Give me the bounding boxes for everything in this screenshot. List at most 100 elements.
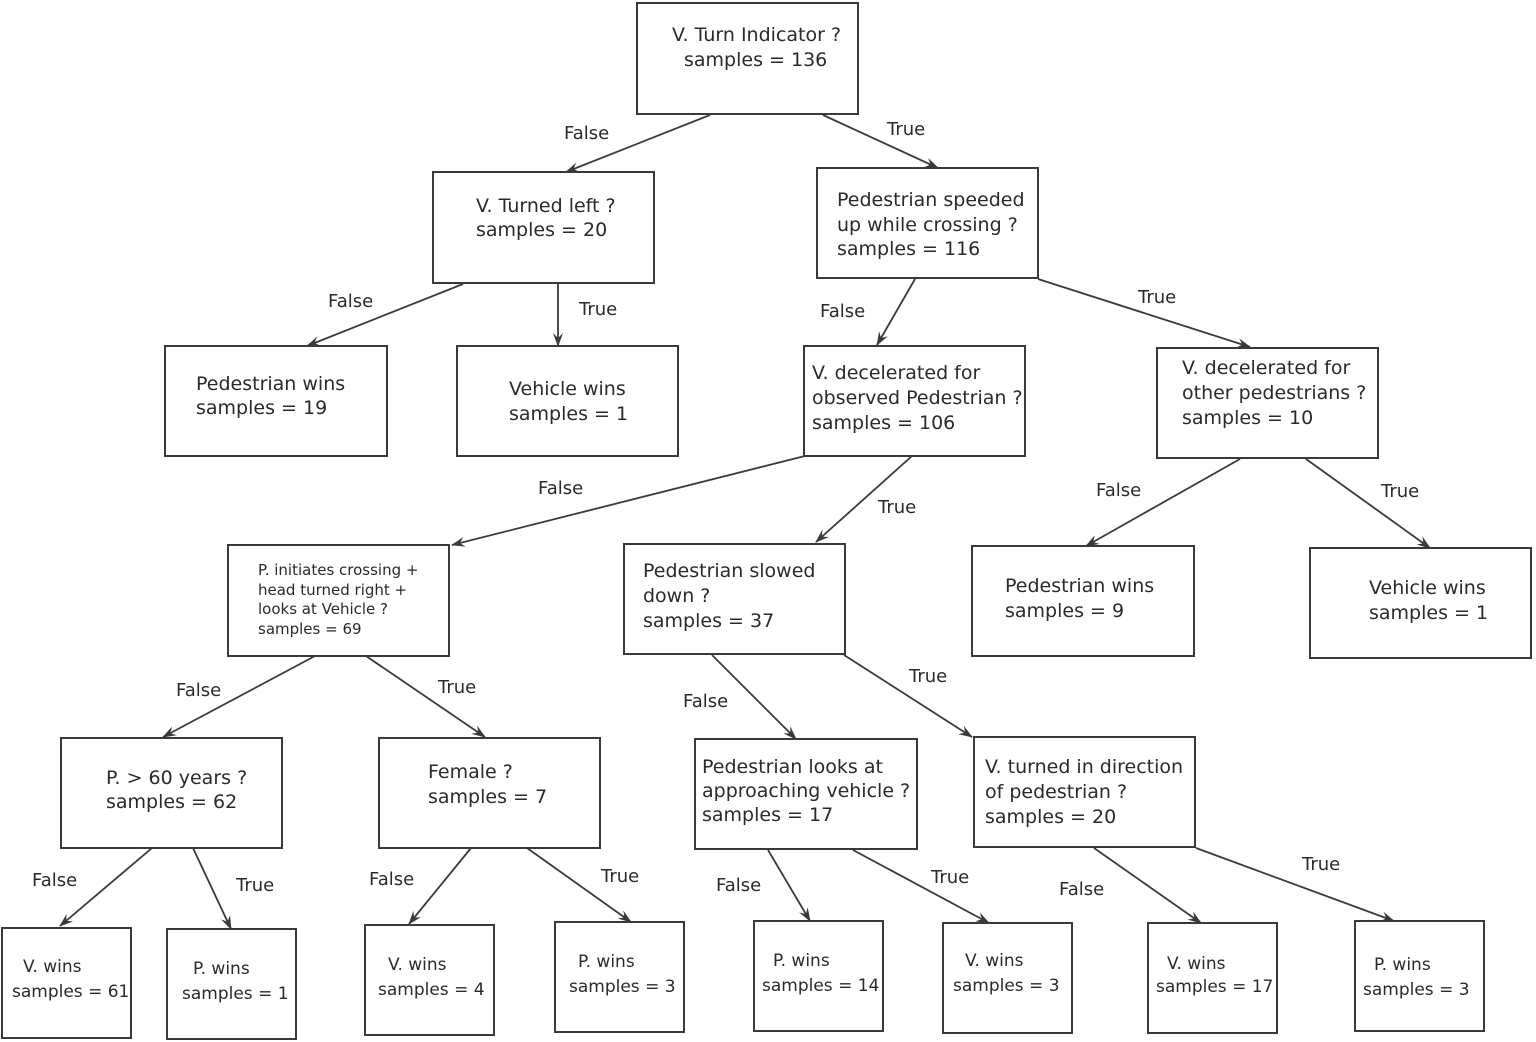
- node-line: V. wins: [388, 955, 447, 975]
- edge-label: False: [176, 680, 221, 701]
- edge-label: True: [600, 866, 639, 887]
- node-line: observed Pedestrian ?: [812, 387, 1023, 409]
- node-line: head turned right +: [258, 581, 407, 599]
- node-line: approaching vehicle ?: [702, 780, 910, 802]
- node-decel-observed: V. decelerated for observed Pedestrian ?…: [803, 345, 1026, 457]
- edge-looks-true: True: [852, 849, 990, 924]
- node-decel-other: V. decelerated for other pedestrians ? s…: [1156, 347, 1379, 459]
- node-line: P. wins: [773, 951, 830, 971]
- node-leaf-vehicle-wins-1: Vehicle wins samples = 1: [456, 345, 679, 457]
- node-line: Vehicle wins: [509, 378, 626, 400]
- node-leaf-p-wins-3: P. wins samples = 3: [554, 921, 685, 1033]
- edge-label: False: [683, 691, 728, 712]
- node-line: P. wins: [193, 959, 250, 979]
- node-line: samples = 9: [1005, 600, 1124, 622]
- node-line: samples = 20: [985, 806, 1116, 828]
- node-line: samples = 3: [953, 976, 1060, 996]
- edge-age-false: False: [32, 847, 153, 927]
- edge-turned-left-false: False: [306, 283, 464, 347]
- edge-turned-dir-true: True: [1195, 847, 1395, 922]
- node-line: samples = 37: [643, 610, 774, 632]
- edge-decel-observed-true: True: [815, 455, 916, 543]
- node-line: Vehicle wins: [1369, 577, 1486, 599]
- node-leaf-p-wins-14: P. wins samples = 14: [753, 920, 884, 1032]
- edge-label: False: [716, 875, 761, 896]
- edge-female-false: False: [369, 847, 472, 925]
- node-line: V. Turn Indicator ?: [672, 24, 841, 46]
- edge-label: True: [578, 299, 617, 320]
- node-leaf-pedestrian-wins-9: Pedestrian wins samples = 9: [971, 545, 1195, 657]
- node-line: samples = 69: [258, 620, 362, 638]
- edge-turned-dir-false: False: [1059, 847, 1202, 924]
- node-line: looks at Vehicle ?: [258, 600, 388, 618]
- node-line: samples = 116: [837, 238, 980, 260]
- node-age-over-60: P. > 60 years ? samples = 62: [60, 737, 283, 849]
- node-line: samples = 14: [762, 976, 879, 996]
- node-line: Female ?: [428, 761, 513, 783]
- node-line: Pedestrian wins: [1005, 575, 1154, 597]
- node-turn-indicator: V. Turn Indicator ? samples = 136: [636, 2, 859, 115]
- edge-speeded-false: False: [820, 278, 916, 346]
- node-line: V. wins: [965, 951, 1024, 971]
- node-leaf-p-wins-1: P. wins samples = 1: [166, 928, 297, 1040]
- node-line: V. wins: [1167, 954, 1226, 974]
- edge-label: False: [1096, 480, 1141, 501]
- edge-decel-other-true: True: [1305, 458, 1431, 549]
- edge-slowed-true: True: [843, 654, 973, 738]
- edge-female-true: True: [526, 847, 639, 923]
- node-line: P. > 60 years ?: [106, 767, 247, 789]
- node-line: samples = 3: [569, 977, 676, 997]
- node-pedestrian-slowed: Pedestrian slowed down ? samples = 37: [623, 543, 846, 655]
- edge-decel-observed-false: False: [451, 455, 806, 547]
- node-line: P. wins: [1374, 955, 1431, 975]
- edge-label: True: [908, 666, 947, 687]
- edge-decel-other-false: False: [1085, 458, 1241, 547]
- node-turned-direction: V. turned in direction of pedestrian ? s…: [973, 736, 1196, 848]
- node-line: P. initiates crossing +: [258, 561, 418, 579]
- node-line: V. Turned left ?: [476, 195, 616, 217]
- edge-label: True: [437, 677, 476, 698]
- node-line: Pedestrian slowed: [643, 560, 815, 582]
- edge-label: False: [32, 870, 77, 891]
- edge-label: True: [877, 497, 916, 518]
- node-line: V. decelerated for: [812, 362, 980, 384]
- edge-label: True: [1301, 854, 1340, 875]
- node-line: samples = 136: [684, 49, 827, 71]
- edge-label: False: [369, 869, 414, 890]
- node-line: samples = 62: [106, 791, 237, 813]
- edge-speeded-true: True: [1037, 278, 1251, 348]
- edge-looks-false: False: [716, 849, 811, 922]
- node-line: samples = 3: [1363, 980, 1470, 1000]
- node-line: samples = 61: [12, 982, 129, 1002]
- node-line: samples = 17: [702, 804, 833, 826]
- node-line: of pedestrian ?: [985, 781, 1127, 803]
- edge-turned-left-true: True: [553, 284, 617, 347]
- node-line: samples = 20: [476, 219, 607, 241]
- node-leaf-pedestrian-wins-19: Pedestrian wins samples = 19: [164, 345, 388, 457]
- edge-label: True: [1380, 481, 1419, 502]
- node-line: down ?: [643, 585, 710, 607]
- edge-slowed-false: False: [683, 654, 797, 740]
- node-line: samples = 106: [812, 412, 955, 434]
- edge-label: False: [328, 291, 373, 312]
- edge-label: True: [1137, 287, 1176, 308]
- edge-label: False: [820, 301, 865, 322]
- node-line: up while crossing ?: [837, 214, 1018, 236]
- edge-label: True: [930, 867, 969, 888]
- node-line: samples = 7: [428, 786, 547, 808]
- node-pedestrian-speeded: Pedestrian speeded up while crossing ? s…: [816, 167, 1039, 279]
- node-line: V. turned in direction: [985, 756, 1183, 778]
- node-leaf-v-wins-3: V. wins samples = 3: [942, 922, 1073, 1034]
- node-leaf-vehicle-wins-1b: Vehicle wins samples = 1: [1309, 547, 1532, 659]
- node-leaf-v-wins-61: V. wins samples = 61: [1, 927, 132, 1039]
- node-line: samples = 4: [378, 980, 485, 1000]
- edge-initiates-false: False: [162, 655, 316, 738]
- edge-label: True: [886, 119, 925, 140]
- node-leaf-p-wins-3b: P. wins samples = 3: [1354, 920, 1485, 1032]
- node-female: Female ? samples = 7: [378, 737, 601, 849]
- node-turned-left: V. Turned left ? samples = 20: [432, 171, 655, 284]
- node-leaf-v-wins-4: V. wins samples = 4: [364, 924, 495, 1036]
- edge-label: False: [564, 123, 609, 144]
- node-line: other pedestrians ?: [1182, 382, 1366, 404]
